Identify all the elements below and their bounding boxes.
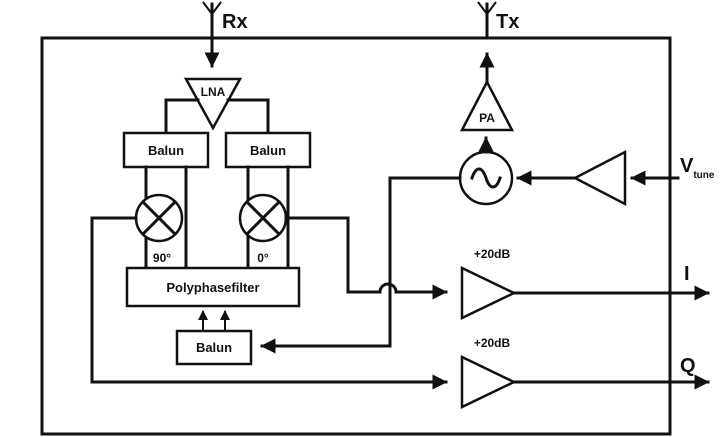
pa-amplifier (459, 79, 515, 132)
q-gain-amplifier (460, 355, 517, 409)
tx-label: Tx (496, 11, 519, 33)
i-gain-amplifier (460, 266, 517, 320)
phase-90-label: 90° (153, 251, 171, 265)
tx-antenna-icon (477, 1, 497, 22)
i-gain-label: +20dB (474, 247, 511, 261)
phase-0-label: 0° (257, 251, 269, 265)
balun-right-label: Balun (250, 143, 286, 158)
lna-out-right-wire (226, 98, 270, 135)
i-output-label: I (684, 263, 690, 285)
rx-label: Rx (222, 11, 248, 33)
mixer-0-icon (238, 193, 288, 243)
i-path-wire (284, 216, 448, 300)
polyphase-filter-label: Polyphasefilter (166, 280, 259, 295)
lna-amplifier (183, 77, 243, 131)
q-path-wire (90, 216, 448, 390)
mixer-90-icon (134, 193, 184, 243)
q-output-label: Q (680, 355, 696, 377)
lna-out-left-wire (164, 98, 200, 135)
balun-bottom-box (175, 329, 253, 366)
chip-boundary (40, 36, 672, 436)
balun-left-label: Balun (148, 143, 184, 158)
polyphase-filter-box (125, 266, 301, 308)
vtune-label: Vtune (680, 155, 715, 181)
balun-bottom-label: Balun (196, 340, 232, 355)
lna-label: LNA (201, 85, 226, 99)
pa-label: PA (479, 111, 495, 125)
lo-feed-wire (260, 176, 462, 354)
balun-left-box (122, 131, 210, 169)
vtune-buffer-amplifier (572, 149, 627, 207)
q-gain-label: +20dB (474, 336, 511, 350)
balun-right-box (224, 131, 312, 169)
vco-oscillator-icon (458, 150, 514, 206)
